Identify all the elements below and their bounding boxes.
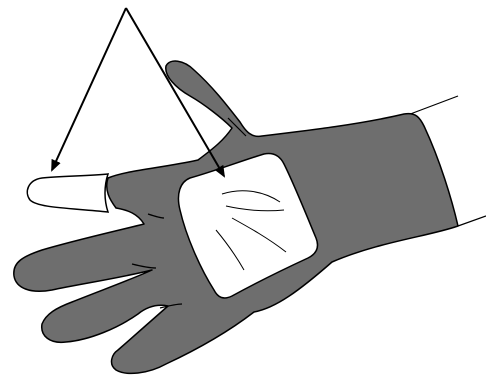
palm-wrinkle-3 xyxy=(231,217,287,253)
fingertip-arrow xyxy=(51,7,127,172)
exposed-fingertip xyxy=(26,173,110,213)
palm-wrinkle-4 xyxy=(215,229,245,271)
palm-wrinkle-2 xyxy=(225,205,285,212)
palm-patch xyxy=(177,152,319,299)
finger-crease-index xyxy=(147,213,165,219)
wrist-line-upper xyxy=(404,95,459,117)
finger-crease-middle xyxy=(131,263,157,269)
finger-crease-thumb xyxy=(227,117,247,137)
wrist-line-lower xyxy=(457,215,486,227)
palm-arrow xyxy=(125,7,226,178)
finger-crease-ring xyxy=(159,303,183,309)
palm-wrinkle-1 xyxy=(221,190,281,203)
